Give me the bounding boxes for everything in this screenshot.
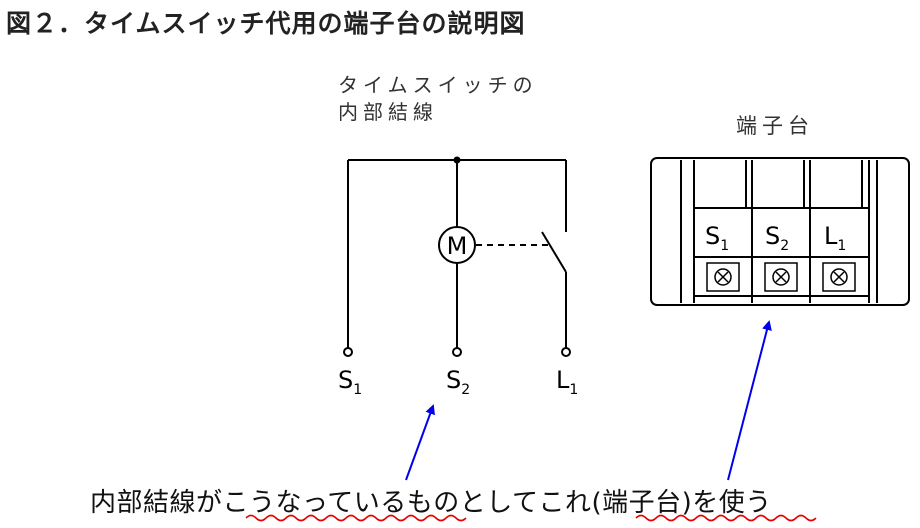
motor-symbol xyxy=(438,226,476,264)
caption-part3: ものとして xyxy=(406,488,539,518)
block-l1-label: L1 xyxy=(824,222,846,254)
time-switch-label-line2: 内部結線 xyxy=(338,100,438,124)
arrow-to-terminal-block xyxy=(727,320,772,481)
screw-s2-cross-b xyxy=(775,271,787,283)
terminal-block-screws xyxy=(706,262,856,292)
caption: 内部結線がこうなっているものとしてこれ(端子台)を使う xyxy=(90,482,772,519)
switch-blade xyxy=(541,231,567,273)
motor-label: M xyxy=(447,232,468,260)
terminal-s2-label: S2 xyxy=(446,366,470,398)
terminal-s1-label: S1 xyxy=(338,366,362,398)
figure-title: 図２．タイムスイッチ代用の端子台の説明図 xyxy=(6,9,526,38)
screw-l1-cross-b xyxy=(833,271,845,283)
caption-part1: 内部結線が xyxy=(90,488,223,518)
caption-part5: を使う xyxy=(692,488,772,518)
time-switch-label-line1: タイムスイッチの xyxy=(338,73,538,97)
terminal-s1-circle xyxy=(343,347,353,357)
screw-s1-cross-b xyxy=(717,271,729,283)
arrow-to-internal-wiring xyxy=(405,404,435,481)
terminal-circles xyxy=(343,347,571,357)
caption-part4: これ(端子台) xyxy=(538,488,693,518)
block-s2-label: S2 xyxy=(765,222,789,254)
time-switch-label: タイムスイッチの 内部結線 xyxy=(338,72,538,126)
squiggle-underline-2 xyxy=(635,514,817,522)
caption-part2: こうなっている xyxy=(222,488,407,518)
block-s1-label: S1 xyxy=(705,222,729,254)
terminal-l1-circle xyxy=(561,347,571,357)
squiggle-underline-1 xyxy=(245,514,467,522)
junction-dot xyxy=(453,156,461,164)
terminal-s2-circle xyxy=(452,347,462,357)
terminal-l1-label: L1 xyxy=(556,366,578,398)
terminal-block-label: 端子台 xyxy=(736,114,814,138)
